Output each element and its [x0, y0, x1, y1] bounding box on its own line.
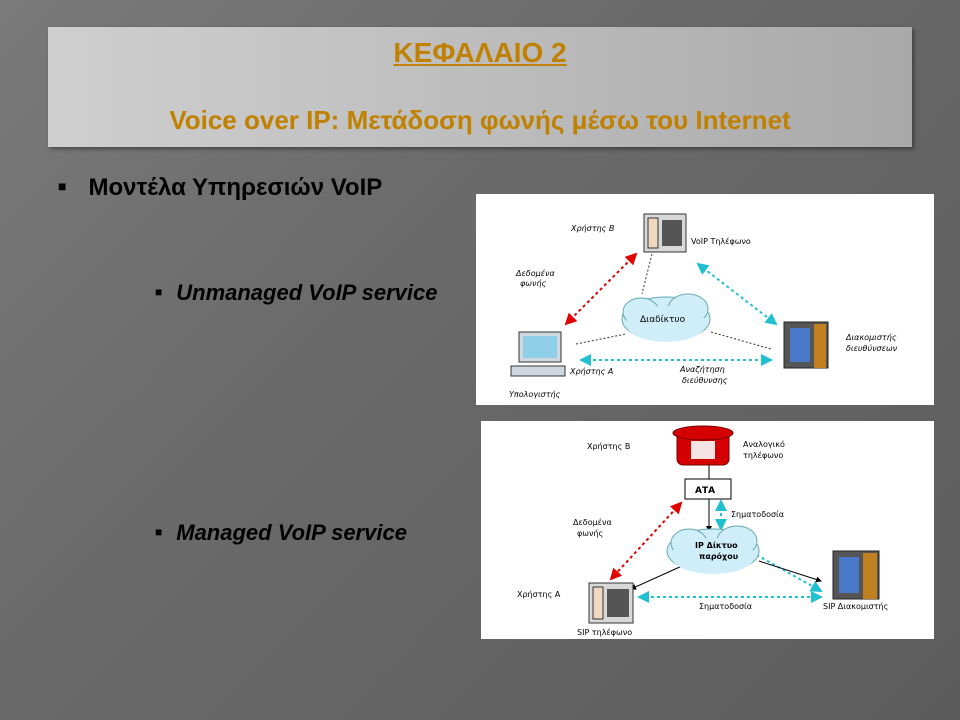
address-server-label: Διακομιστής: [845, 333, 897, 342]
bullet-managed-text: Managed VoIP service: [176, 520, 407, 545]
voice-data-label-2: φωνής: [520, 279, 547, 288]
voice-link: [564, 252, 638, 326]
analog-phone-label-2: τηλέφωνο: [743, 450, 783, 460]
unmanaged-diagram: Διαδίκτυο Χρήστης Β VoIP Τηλέφωνο Δεδομέ…: [476, 194, 934, 405]
chapter-title: ΚΕΦΑΛΑΙΟ 2: [393, 37, 567, 68]
square-bullet-icon: ■: [155, 525, 163, 539]
signal-link: [744, 548, 823, 592]
managed-diagram: Χρήστης Β Αναλογικό τηλέφωνο ΑΤΑ Σηματοδ…: [481, 421, 934, 639]
provider-network-cloud-icon: [666, 525, 760, 574]
user-a-label: Χρήστης Α: [569, 367, 613, 376]
unmanaged-diagram-svg: Διαδίκτυο Χρήστης Β VoIP Τηλέφωνο Δεδομέ…: [509, 213, 898, 399]
title-box: ΚΕΦΑΛΑΙΟ 2 Voice over IP: Μετάδοση φωνής…: [48, 27, 912, 147]
square-bullet-icon: ■: [58, 178, 67, 194]
analog-phone-label: Αναλογικό: [743, 439, 785, 449]
provider-network-label: IP Δίκτυο: [695, 540, 738, 550]
connector-line: [758, 560, 822, 583]
square-bullet-icon: ■: [155, 285, 163, 299]
voip-phone-icon: [643, 213, 687, 253]
computer-label: Υπολογιστής: [509, 390, 561, 399]
ata-box: [684, 478, 732, 500]
connector-line: [575, 333, 627, 345]
user-b-label: Χρήστης Β: [587, 442, 630, 451]
voip-phone-label: VoIP Τηλέφωνο: [691, 236, 751, 246]
voice-link: [609, 501, 683, 581]
bullet-unmanaged-text: Unmanaged VoIP service: [176, 280, 438, 305]
user-b-label: Χρήστης Β: [570, 224, 614, 233]
sip-server-icon: [832, 550, 880, 600]
address-server-label-2: διευθύνσεων: [846, 344, 898, 353]
sip-phone-icon: [588, 582, 634, 624]
signaling-bottom-label: Σηματοδοσία: [699, 602, 752, 611]
bullet-main-text: Μοντέλα Υπηρεσιών VoIP: [88, 174, 383, 201]
managed-diagram-svg: Χρήστης Β Αναλογικό τηλέφωνο ΑΤΑ Σηματοδ…: [517, 425, 888, 637]
connector-line: [641, 253, 653, 295]
bullet-unmanaged: ■ Unmanaged VoIP service: [155, 280, 438, 306]
voice-data-label-2: φωνής: [577, 529, 603, 538]
address-server-icon: [783, 321, 829, 369]
voice-data-label: Δεδομένα: [515, 268, 555, 278]
sip-phone-label: SIP τηλέφωνο: [577, 627, 632, 637]
computer-icon: [510, 331, 566, 377]
analog-phone-icon: [672, 425, 734, 466]
user-a-label: Χρήστης Α: [517, 590, 561, 599]
bullet-main: ■ Μοντέλα Υπηρεσιών VoIP: [58, 174, 382, 202]
signaling-top-label: Σηματοδοσία: [731, 510, 784, 519]
internet-label: Διαδίκτυο: [640, 315, 686, 325]
address-lookup-label-2: διεύθυνσης: [682, 376, 728, 385]
provider-network-label-2: παρόχου: [699, 551, 739, 561]
signal-link: [696, 262, 778, 326]
sip-server-label: SIP Διακομιστής: [823, 602, 888, 611]
bullet-managed: ■ Managed VoIP service: [155, 520, 407, 546]
ata-label: ΑΤΑ: [695, 486, 715, 496]
slide-title: Voice over IP: Μετάδοση φωνής μέσω του I…: [169, 105, 791, 135]
connector-line: [710, 331, 772, 350]
voice-data-label: Δεδομένα: [573, 517, 612, 527]
internet-cloud-icon: [621, 293, 711, 342]
address-lookup-label: Αναζήτηση: [679, 365, 725, 374]
